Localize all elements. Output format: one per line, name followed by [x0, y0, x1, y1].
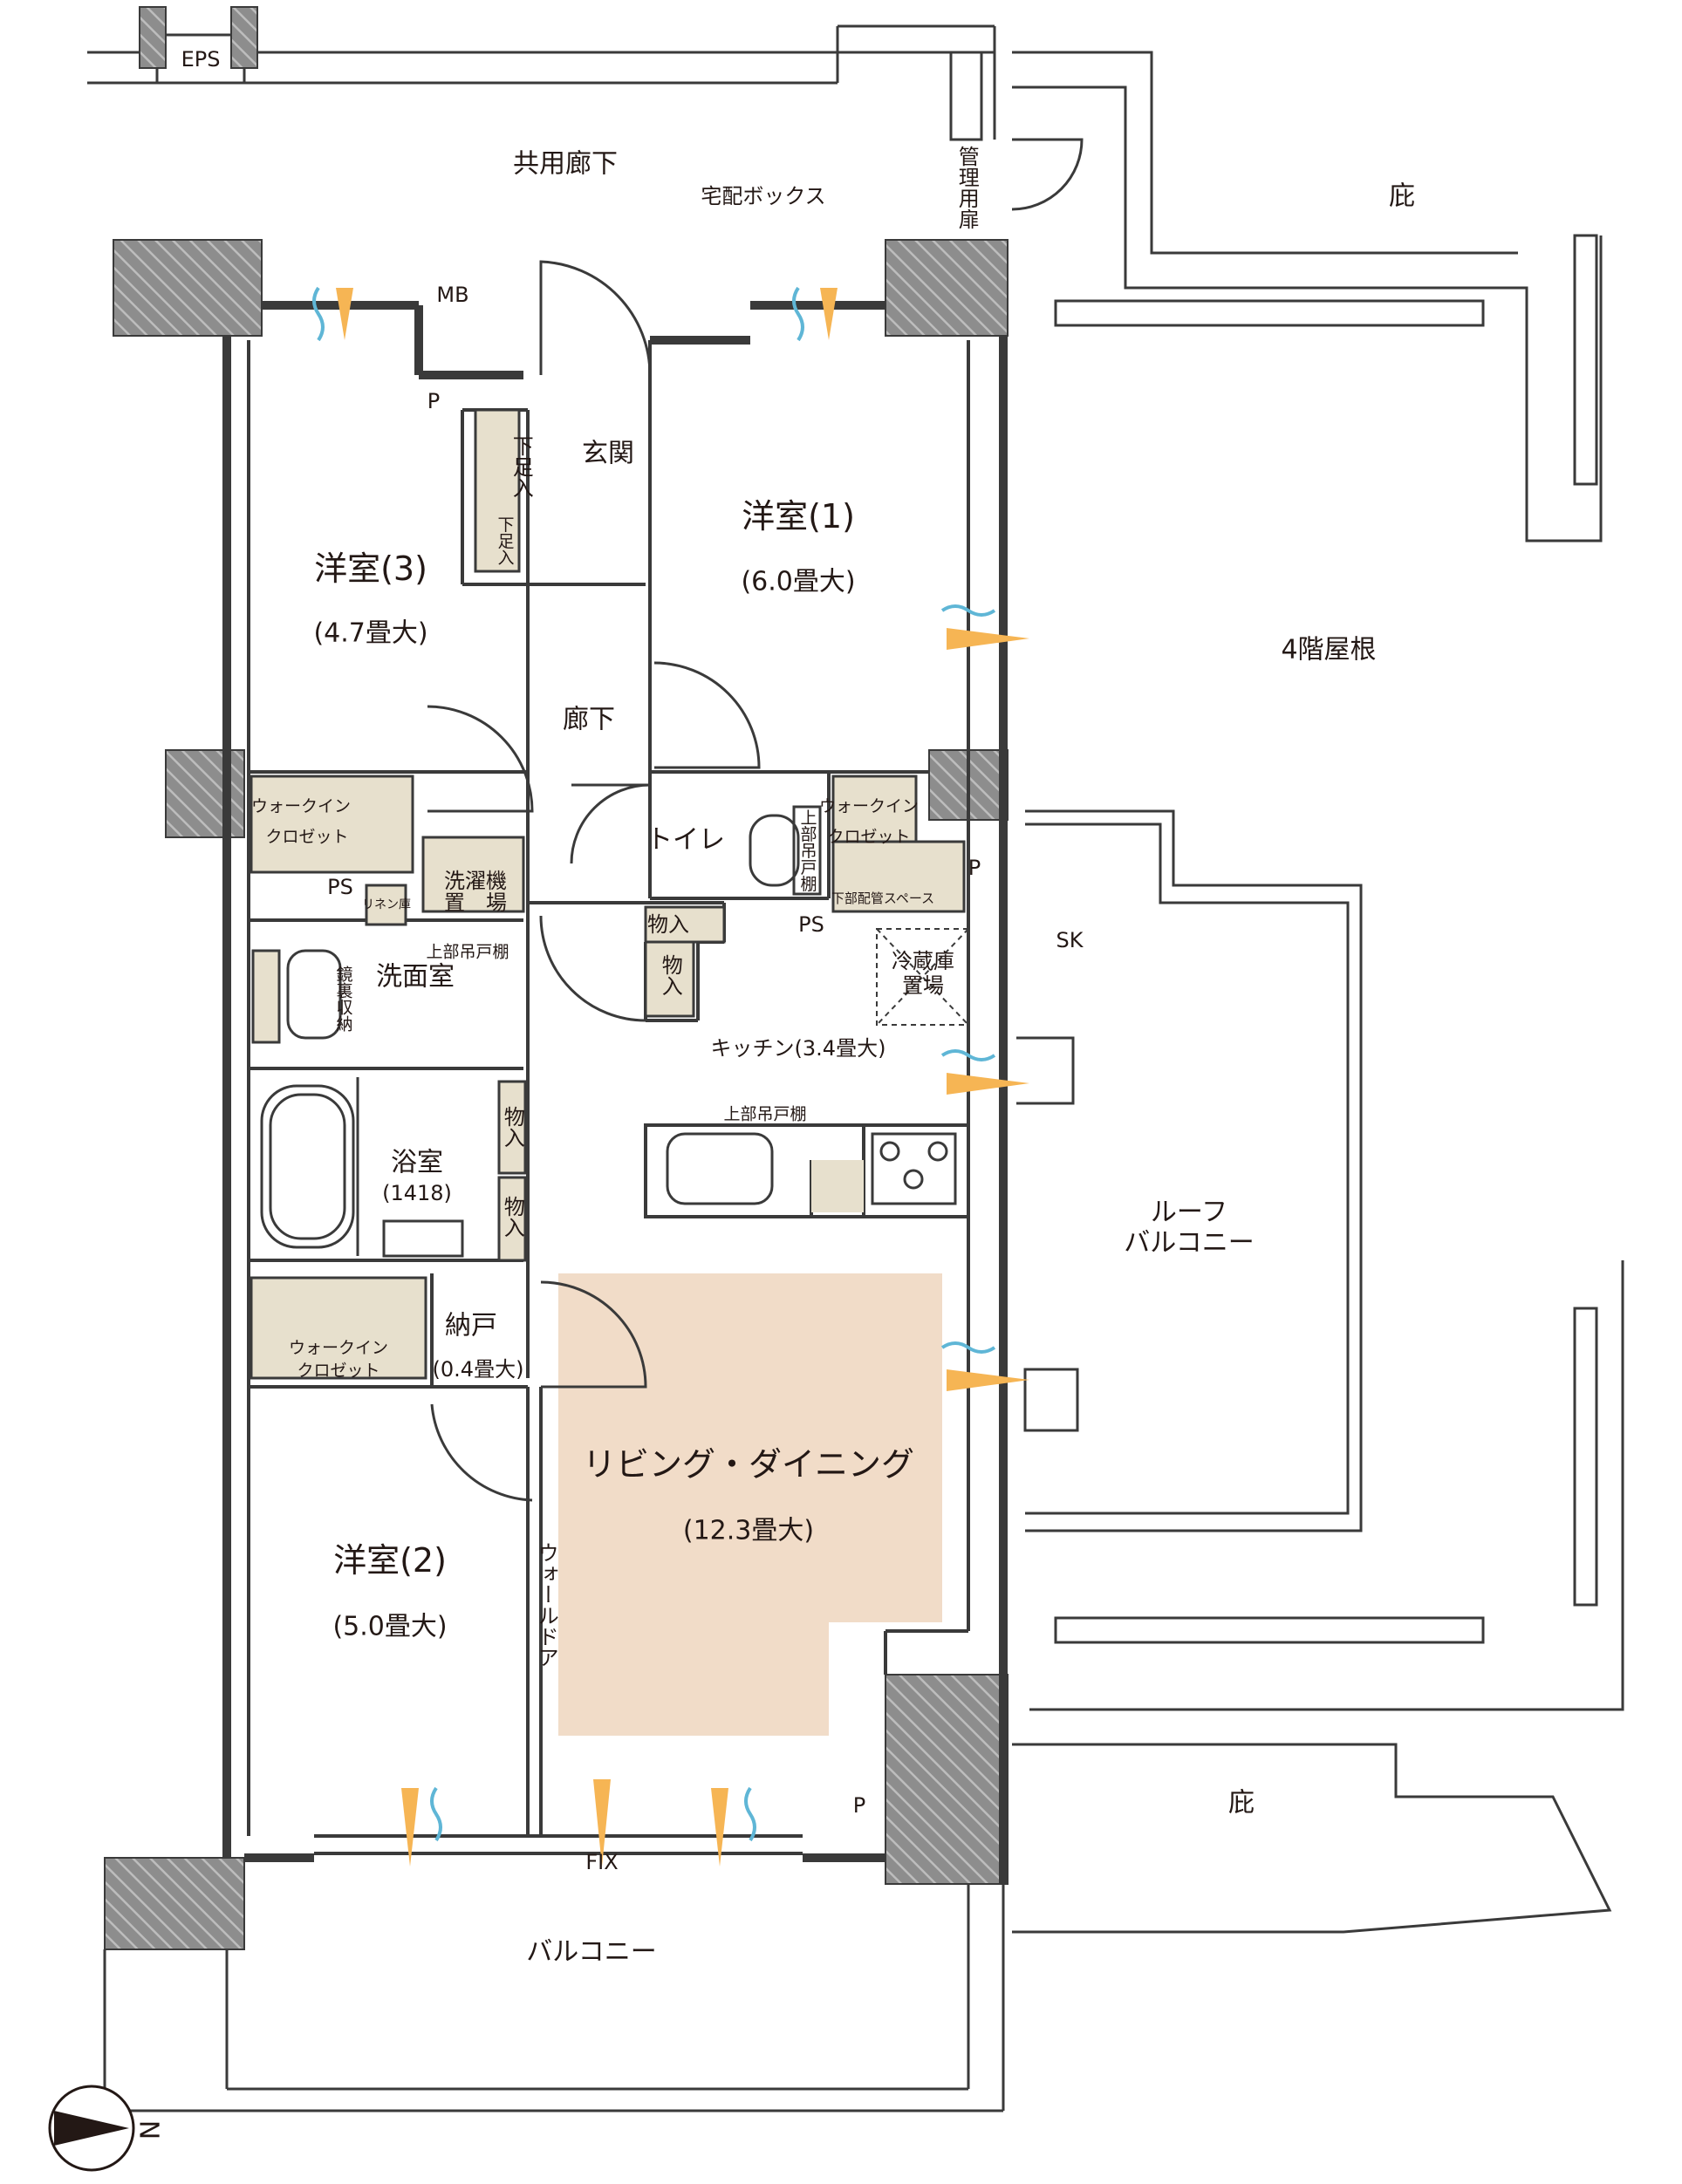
- storage-room-size: (0.4畳大): [432, 1356, 524, 1382]
- shoe1-label: 下足入: [509, 435, 534, 498]
- storage2-label: 物入: [658, 954, 683, 996]
- p3-label: P: [852, 1792, 866, 1818]
- sk-label: SK: [1056, 927, 1084, 952]
- storage3-label: 物入: [500, 1106, 525, 1148]
- storage-fills: [250, 408, 966, 1380]
- wic3b-label: クロゼット: [297, 1361, 380, 1381]
- washroom-name: 洗面室: [376, 961, 455, 993]
- western2-size: (5.0畳大): [332, 1611, 448, 1642]
- compass-icon: [48, 2085, 135, 2172]
- delivery-box-label: 宅配ボックス: [701, 183, 826, 208]
- ldk-area: [558, 1273, 942, 1736]
- western3-size: (4.7畳大): [313, 618, 428, 649]
- mb-label: MB: [436, 282, 469, 307]
- mirror-storage-label: 鏡裏収納: [333, 966, 353, 1032]
- balcony-label: バルコニー: [526, 1936, 657, 1968]
- corridor-label: 共用廊下: [513, 148, 618, 180]
- ps2-label: PS: [798, 911, 824, 937]
- roof-balcony-b-label: バルコニー: [1124, 1227, 1255, 1259]
- eaves-bottom-label: 庇: [1228, 1787, 1255, 1819]
- interior-walls: [247, 340, 970, 1855]
- bathtub: [260, 1077, 464, 1258]
- eaves-top-label: 庇: [1389, 181, 1415, 212]
- balcony-outline: [103, 1884, 1005, 2112]
- eps-label: EPS: [181, 46, 221, 72]
- wic2-label: ウォークイン: [818, 796, 920, 816]
- toilet-name: トイレ: [646, 824, 725, 856]
- door-swings: [427, 138, 1084, 1502]
- wic1b-label: クロゼット: [265, 827, 349, 847]
- compass-n-label: N: [133, 2119, 164, 2140]
- wall-door-label: ウォールドア: [534, 1542, 559, 1668]
- western1-name: 洋室(1): [742, 497, 855, 536]
- roof-4f-label: 4階屋根: [1281, 634, 1377, 665]
- entrance-name: 玄関: [582, 438, 634, 469]
- shoe2-label: 下足入: [495, 515, 515, 566]
- hallway-name: 廊下: [563, 704, 615, 735]
- bath-name: 浴室: [391, 1147, 443, 1178]
- wic2b-label: クロゼット: [827, 827, 911, 847]
- storage4-label: 物入: [500, 1196, 525, 1238]
- upper-cab-kitchen-label: 上部吊戸棚: [723, 1104, 807, 1124]
- p1-label: P: [427, 388, 441, 413]
- ps1-label: PS: [327, 874, 353, 899]
- western1-size: (6.0畳大): [741, 566, 856, 597]
- kitchen-name: キッチン(3.4畳大): [710, 1035, 886, 1061]
- wic1-label: ウォークイン: [250, 796, 352, 816]
- roof-balcony-label: ルーフ: [1150, 1197, 1228, 1228]
- ldk-size: (12.3畳大): [682, 1515, 815, 1546]
- fridge-space: [876, 928, 969, 1026]
- washer-b-label: 置 場: [444, 890, 507, 915]
- structural-walls: [104, 239, 1009, 1950]
- fix-label: FIX: [585, 1849, 619, 1874]
- fridge-label: 冷蔵庫: [892, 948, 954, 973]
- linen-label: リネン庫: [362, 897, 411, 912]
- ventilation-arrows: [312, 286, 1029, 1867]
- storage-room-name: 納戸: [445, 1310, 497, 1341]
- upper-cab-toilet-label: 上部吊戸棚: [797, 809, 817, 892]
- washer-label: 洗濯機: [444, 868, 507, 893]
- pipe-space-label: 下部配管スペース: [831, 890, 935, 906]
- storage1-label: 物入: [647, 911, 689, 937]
- western3-name: 洋室(3): [314, 549, 427, 589]
- mgmt-door-label: 管理用扉: [954, 146, 980, 229]
- wic3-label: ウォークイン: [288, 1338, 389, 1358]
- kitchen-equipment: [666, 1132, 957, 1205]
- roof-balcony-outline: [1012, 51, 1624, 1934]
- p2-label: P: [967, 855, 981, 880]
- toilet-bowl: [749, 805, 822, 896]
- fridge-b-label: 置場: [902, 973, 944, 998]
- ldk-name: リビング・ダイニング: [582, 1445, 915, 1484]
- western2-name: 洋室(2): [333, 1541, 447, 1580]
- bath-size: (1418): [382, 1180, 452, 1205]
- upper-cab-wash-label: 上部吊戸棚: [426, 942, 509, 962]
